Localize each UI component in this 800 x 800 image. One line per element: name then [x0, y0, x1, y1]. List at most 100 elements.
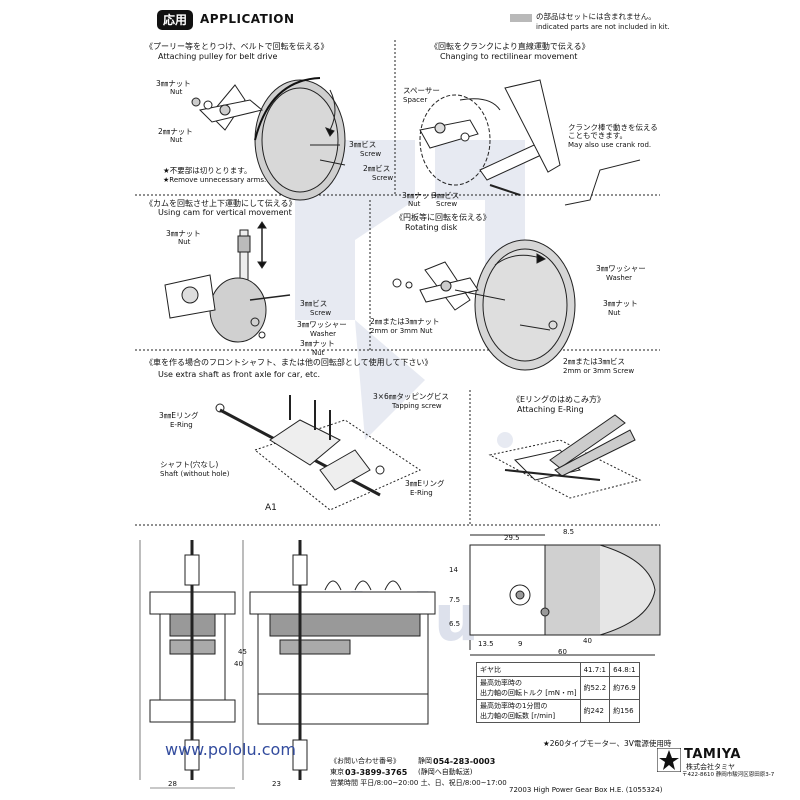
table-header-cell: ギヤ比 — [476, 662, 581, 677]
dim-8-5: 8.5 — [563, 528, 575, 536]
ering-jp: 3㎜Eリング — [159, 411, 199, 420]
shizuoka-label: 静岡 — [418, 757, 432, 765]
crank-spacer-en: Spacer — [403, 96, 428, 104]
disk-washer-jp: 3㎜ワッシャー — [596, 264, 646, 273]
rotating-disk-diagram — [392, 239, 576, 371]
dim-13-5: 13.5 — [478, 640, 494, 648]
cam-washer-en: Washer — [310, 330, 337, 338]
crank-heading-jp: 《回転をクランクにより直線運動で伝える》 — [430, 42, 590, 51]
contact-title: 《お問い合わせ番号》 — [330, 757, 400, 765]
not-included-swatch — [510, 14, 532, 22]
table-cell: 最高効率時の出力軸の回転トルク [mN・m] — [476, 676, 581, 700]
cam-screw3-jp: 3㎜ビス — [300, 299, 328, 308]
pulley-nut2-jp: 2㎜ナット — [158, 127, 193, 136]
table-row: 最高効率時の1分間の出力軸の回転数 [r/min] 約242 約156 — [476, 699, 640, 723]
company-address: 〒422-8610 静岡市駿河区恩田原3-7 — [682, 772, 775, 778]
cam-nut3-jp: 3㎜ナット — [166, 229, 201, 238]
dim-28: 28 — [168, 780, 177, 788]
legend-en: indicated parts are not included in kit. — [536, 23, 670, 31]
dim-6-5: 6.5 — [449, 620, 461, 628]
crank-rod-jp2: こともできます。 — [568, 131, 627, 140]
crank-nut3-jp: 3㎜ナット — [402, 191, 437, 200]
dim-9: 9 — [518, 640, 523, 648]
cam-heading-en: Using cam for vertical movement — [158, 208, 292, 217]
shaft-heading-en: Use extra shaft as front axle for car, e… — [158, 370, 321, 379]
disk-screw23-jp: 2㎜または3㎜ビス — [563, 357, 626, 366]
pulley-screw2-en: Screw — [372, 174, 394, 182]
dim-40-top: 40 — [583, 637, 592, 645]
pulley-remove-jp: ★不要部は切りとります。 — [163, 166, 252, 175]
legend-jp: の部品はセットには含まれません。 — [536, 12, 656, 21]
shaft-heading-jp: 《車を作る場合のフロントシャフト、または他の回転部として使用して下さい》 — [145, 358, 433, 367]
cam-screw3-en: Screw — [310, 309, 332, 317]
table-cell: 約76.9 — [609, 676, 640, 700]
disk-screw23-en: 2mm or 3mm Screw — [563, 367, 635, 375]
tokyo-note: (静岡へ自動転送) — [418, 768, 473, 776]
cam-nut3b-en: Nut — [312, 349, 325, 357]
table-header-cell: 41.7:1 — [579, 662, 611, 677]
crank-diagram — [419, 79, 641, 206]
pulley-heading-jp: 《プーリー等をとりつけ、ベルトで回転を伝える》 — [145, 42, 329, 51]
table-cell: 約52.2 — [579, 676, 611, 700]
shaft-en: Shaft (without hole) — [160, 470, 230, 478]
disk-nut23-jp: 2㎜または3㎜ナット — [370, 317, 440, 326]
tokyo-phone[interactable]: 03-3899-3765 — [345, 768, 408, 777]
disk-washer-en: Washer — [606, 274, 633, 282]
table-cell: 約242 — [579, 699, 611, 723]
crank-screw3-en: Screw — [436, 200, 458, 208]
disk-nut3-en: Nut — [608, 309, 621, 317]
disk-nut23-en: 2mm or 3mm Nut — [370, 327, 433, 335]
cam-nut3b-jp: 3㎜ナット — [300, 339, 335, 348]
crank-rod-jp1: クランク棒で動きを伝える — [568, 123, 658, 132]
website-link[interactable]: www.pololu.com — [165, 740, 296, 759]
table-row: ギヤ比 41.7:1 64.8:1 — [476, 662, 640, 677]
cam-diagram — [164, 221, 291, 343]
crank-spacer-jp: スペーサー — [403, 86, 440, 95]
tamiya-star-icon — [657, 748, 681, 772]
table-note: ★260タイプモーター、3V電源使用時 — [543, 739, 672, 748]
page-title: APPLICATION — [200, 12, 295, 26]
tapping-screw-en: Tapping screw — [392, 402, 442, 410]
part-a1-label: A1 — [265, 503, 277, 513]
cam-nut3-en: Nut — [178, 238, 191, 246]
disk-nut3-jp: 3㎜ナット — [603, 299, 638, 308]
pulley-nut3-jp: 3㎜ナット — [156, 79, 191, 88]
dim-29-5: 29.5 — [504, 534, 520, 542]
ering-attach-diagram — [488, 414, 642, 499]
dim-23: 23 — [272, 780, 281, 788]
product-code: 72003 High Power Gear Box H.E. (1055324) — [509, 786, 663, 794]
ering-en: E-Ring — [170, 421, 193, 429]
pulley-nut2-en: Nut — [170, 136, 183, 144]
pulley-diagram — [191, 77, 346, 201]
gear-ratio-table: ギヤ比 41.7:1 64.8:1 最高効率時の出力軸の回転トルク [mN・m]… — [476, 662, 640, 723]
disk-heading-jp: 《円板等に回転を伝える》 — [395, 213, 491, 222]
pulley-screw3-en: Screw — [360, 150, 382, 158]
gearbox-front-view — [249, 540, 436, 780]
pulley-screw3-jp: 3㎜ビス — [349, 140, 377, 149]
pulley-remove-en: ★Remove unnecessary arms. — [163, 176, 267, 184]
attach-ering-jp: 《Eリングのはめこみ方》 — [512, 395, 606, 404]
dim-7-5: 7.5 — [449, 596, 461, 604]
tokyo-label: 東京 — [330, 768, 344, 776]
attach-ering-en: Attaching E-Ring — [517, 405, 584, 414]
table-header-cell: 64.8:1 — [609, 662, 640, 677]
crank-rod-en: May also use crank rod. — [568, 141, 652, 149]
cam-washer-jp: 3㎜ワッシャー — [297, 320, 347, 329]
shizuoka-phone[interactable]: 054-283-0003 — [433, 757, 496, 766]
tamiya-brand: TAMIYA — [684, 747, 741, 762]
dim-14: 14 — [449, 566, 458, 574]
cam-heading-jp: 《カムを回転させ上下運動にして伝える》 — [145, 199, 297, 208]
gearbox-side-view — [149, 540, 236, 780]
gearbox-top-view — [469, 534, 661, 656]
crank-nut3-en: Nut — [408, 200, 421, 208]
front-shaft-diagram — [215, 395, 422, 511]
crank-heading-en: Changing to rectilinear movement — [440, 52, 578, 61]
pulley-heading-en: Attaching pulley for belt drive — [158, 52, 278, 61]
table-cell: 最高効率時の1分間の出力軸の回転数 [r/min] — [476, 699, 581, 723]
ering2-jp: 3㎜Eリング — [405, 479, 445, 488]
dim-60: 60 — [558, 648, 567, 656]
pulley-screw2-jp: 2㎜ビス — [363, 164, 391, 173]
shaft-jp: シャフト(穴なし) — [160, 460, 219, 469]
table-cell: 約156 — [609, 699, 640, 723]
